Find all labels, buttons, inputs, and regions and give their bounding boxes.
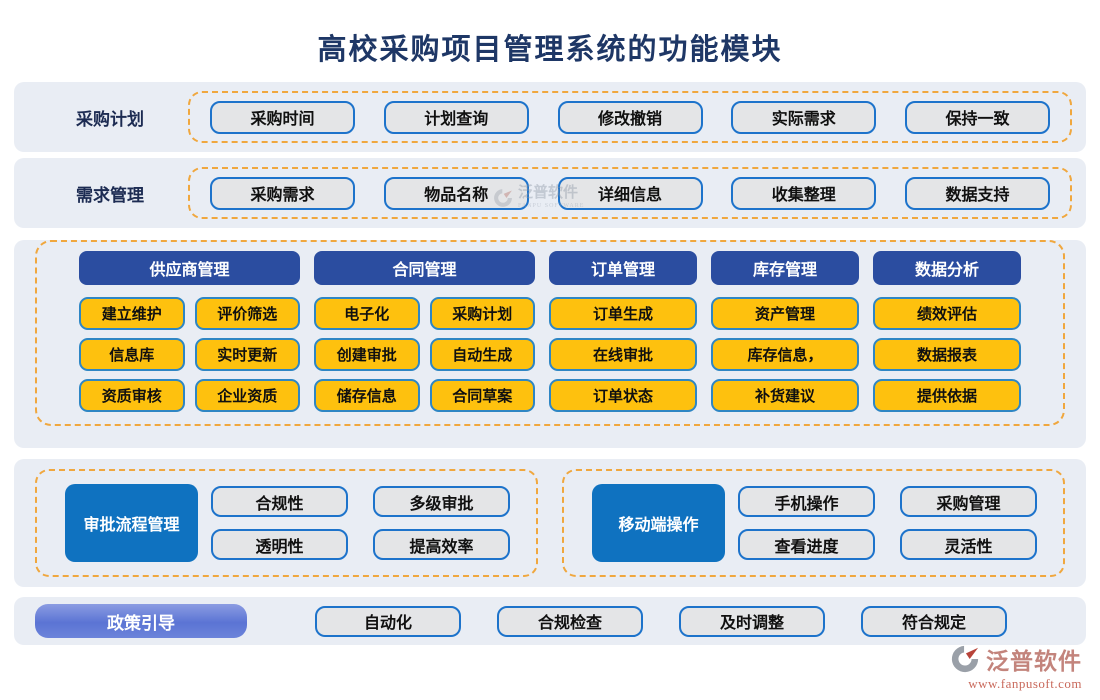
inventory-buttons: 资产管理库存信息， 补货建议	[711, 297, 859, 412]
supplier-management-header[interactable]: 供应商管理	[79, 251, 300, 285]
module-data-analysis: 数据分析 绩效评估数据报表提供依据	[873, 251, 1021, 412]
inventory-management-header[interactable]: 库存管理	[711, 251, 859, 285]
inventory-feature-button[interactable]: 资产管理	[711, 297, 859, 330]
analysis-feature-button[interactable]: 数据报表	[873, 338, 1021, 371]
module-supplier-management: 供应商管理 建立维护评价筛选信息库实时更新资质审核企业资质	[79, 251, 300, 412]
procurement-plan-label: 采购计划	[76, 109, 144, 129]
mobile-operation-buttons: 手机操作采购管理查看进度灵活性	[738, 486, 1037, 560]
page-title: 高校采购项目管理系统的功能模块	[317, 34, 783, 66]
policy-feature-button[interactable]: 合规检查	[497, 605, 643, 637]
mobile-feature-button[interactable]: 灵活性	[900, 529, 1037, 560]
policy-feature-button[interactable]: 及时调整	[679, 605, 825, 637]
approval-feature-button[interactable]: 合规性	[211, 486, 348, 517]
supplier-feature-button[interactable]: 评价筛选	[194, 297, 300, 330]
inventory-feature-button[interactable]: 库存信息，	[711, 338, 859, 371]
plan-feature-button[interactable]: 修改撤销	[557, 100, 703, 134]
order-buttons: 订单生成在线审批订单状态	[549, 297, 697, 412]
supplier-feature-button[interactable]: 实时更新	[194, 338, 300, 371]
approval-feature-button[interactable]: 透明性	[211, 529, 348, 560]
contract-feature-button[interactable]: 合同草案	[429, 379, 535, 412]
demand-management-row: 需求管理 采购需求物品名称详细信息收集整理数据支持	[14, 158, 1086, 228]
mobile-feature-button[interactable]: 查看进度	[738, 529, 875, 560]
approval-flow-header[interactable]: 审批流程管理	[65, 484, 198, 562]
supplier-feature-button[interactable]: 建立维护	[79, 297, 185, 330]
demand-management-button-group: 采购需求物品名称详细信息收集整理数据支持	[188, 167, 1072, 219]
policy-guidance-pill[interactable]: 政策引导	[35, 604, 247, 638]
approval-feature-button[interactable]: 提高效率	[373, 529, 510, 560]
approval-flow-panel: 审批流程管理 合规性多级审批透明性提高效率	[35, 469, 538, 577]
analysis-buttons: 绩效评估数据报表提供依据	[873, 297, 1021, 412]
mobile-feature-button[interactable]: 手机操作	[738, 486, 875, 517]
supplier-feature-button[interactable]: 信息库	[79, 338, 185, 371]
contract-management-header[interactable]: 合同管理	[314, 251, 535, 285]
analysis-feature-button[interactable]: 提供依据	[873, 379, 1021, 412]
order-feature-button[interactable]: 在线审批	[549, 338, 697, 371]
supplier-feature-button[interactable]: 资质审核	[79, 379, 185, 412]
inventory-feature-button[interactable]: 补货建议	[711, 379, 859, 412]
contract-feature-button[interactable]: 储存信息	[314, 379, 420, 412]
footer-brand-name: 泛普软件	[986, 649, 1082, 674]
order-management-header[interactable]: 订单管理	[549, 251, 697, 285]
footer-brand-url[interactable]: www.fanpusoft.com	[968, 676, 1082, 691]
demand-feature-button[interactable]: 采购需求	[210, 176, 355, 210]
demand-management-label: 需求管理	[76, 185, 144, 205]
procurement-plan-row: 采购计划 采购时间计划查询修改撤销实际需求保持一致	[14, 82, 1086, 152]
plan-feature-button[interactable]: 保持一致	[905, 100, 1050, 134]
footer-brand: 泛普软件 www.fanpusoft.com	[950, 642, 1082, 692]
approval-feature-button[interactable]: 多级审批	[373, 486, 510, 517]
contract-feature-button[interactable]: 采购计划	[429, 297, 535, 330]
policy-feature-button[interactable]: 符合规定	[861, 605, 1007, 637]
analysis-feature-button[interactable]: 绩效评估	[873, 297, 1021, 330]
policy-section: 政策引导 自动化 合规检查 及时调整 符合规定	[14, 597, 1086, 645]
mobile-operation-panel: 移动端操作 手机操作采购管理查看进度灵活性	[562, 469, 1065, 577]
demand-feature-button[interactable]: 物品名称	[383, 176, 529, 210]
contract-buttons: 电子化采购计划创建审批自动生成储存信息合同草案	[314, 297, 535, 412]
contract-feature-button[interactable]: 电子化	[314, 297, 420, 330]
demand-feature-button[interactable]: 详细信息	[557, 176, 703, 210]
module-contract-management: 合同管理 电子化采购计划创建审批自动生成储存信息合同草案	[314, 251, 535, 412]
plan-feature-button[interactable]: 采购时间	[210, 100, 355, 134]
policy-feature-button[interactable]: 自动化	[315, 605, 461, 637]
procurement-plan-button-group: 采购时间计划查询修改撤销实际需求保持一致	[188, 91, 1072, 143]
demand-feature-button[interactable]: 收集整理	[731, 176, 877, 210]
modules-dashed-container: 供应商管理 建立维护评价筛选信息库实时更新资质审核企业资质 合同管理 电子化采购…	[35, 240, 1065, 426]
plan-feature-button[interactable]: 计划查询	[383, 100, 529, 134]
supplier-buttons: 建立维护评价筛选信息库实时更新资质审核企业资质	[79, 297, 300, 412]
fanpu-logo-icon	[951, 645, 979, 673]
approval-flow-buttons: 合规性多级审批透明性提高效率	[211, 486, 510, 560]
panels-section: 审批流程管理 合规性多级审批透明性提高效率 移动端操作 手机操作采购管理查看进度…	[14, 459, 1086, 587]
contract-feature-button[interactable]: 自动生成	[429, 338, 535, 371]
demand-feature-button[interactable]: 数据支持	[905, 176, 1050, 210]
plan-feature-button[interactable]: 实际需求	[731, 100, 877, 134]
contract-feature-button[interactable]: 创建审批	[314, 338, 420, 371]
modules-section: 供应商管理 建立维护评价筛选信息库实时更新资质审核企业资质 合同管理 电子化采购…	[14, 240, 1086, 448]
module-order-management: 订单管理 订单生成在线审批订单状态	[549, 251, 697, 412]
mobile-operation-header[interactable]: 移动端操作	[592, 484, 725, 562]
mobile-feature-button[interactable]: 采购管理	[900, 486, 1037, 517]
data-analysis-header[interactable]: 数据分析	[873, 251, 1021, 285]
supplier-feature-button[interactable]: 企业资质	[194, 379, 300, 412]
order-feature-button[interactable]: 订单状态	[549, 379, 697, 412]
policy-buttons: 自动化 合规检查 及时调整 符合规定	[297, 605, 1025, 637]
order-feature-button[interactable]: 订单生成	[549, 297, 697, 330]
module-inventory-management: 库存管理 资产管理库存信息， 补货建议	[711, 251, 859, 412]
